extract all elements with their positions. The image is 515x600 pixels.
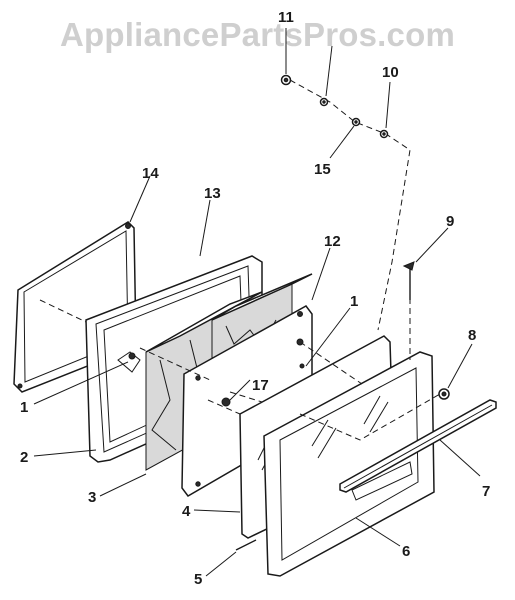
callout-6: 6 (402, 543, 410, 560)
callout-13: 13 (204, 185, 221, 202)
callout-9: 9 (446, 213, 454, 230)
callout-5: 5 (194, 571, 202, 588)
callout-4: 4 (182, 503, 191, 520)
leader-lines (33, 28, 481, 577)
part-12-inner-panel (181, 305, 313, 497)
callout-14: 14 (142, 165, 159, 182)
part-7-handle (339, 399, 497, 493)
callout-17: 17 (252, 377, 269, 394)
callout-12: 12 (324, 233, 341, 250)
fasteners (128, 74, 450, 551)
callout-1-right: 1 (350, 293, 358, 310)
callout-11: 11 (278, 9, 294, 26)
callout-10: 10 (382, 64, 399, 81)
callout-labels: 11 10 15 9 8 7 6 12 1 17 13 14 1 2 3 4 5 (20, 9, 490, 588)
part-6-outer-frame (263, 351, 435, 577)
callout-15: 15 (314, 161, 331, 178)
callout-8: 8 (468, 327, 476, 344)
callout-3: 3 (88, 489, 96, 506)
callout-2: 2 (20, 449, 28, 466)
callout-7: 7 (482, 483, 490, 500)
callout-1-left: 1 (20, 399, 28, 416)
